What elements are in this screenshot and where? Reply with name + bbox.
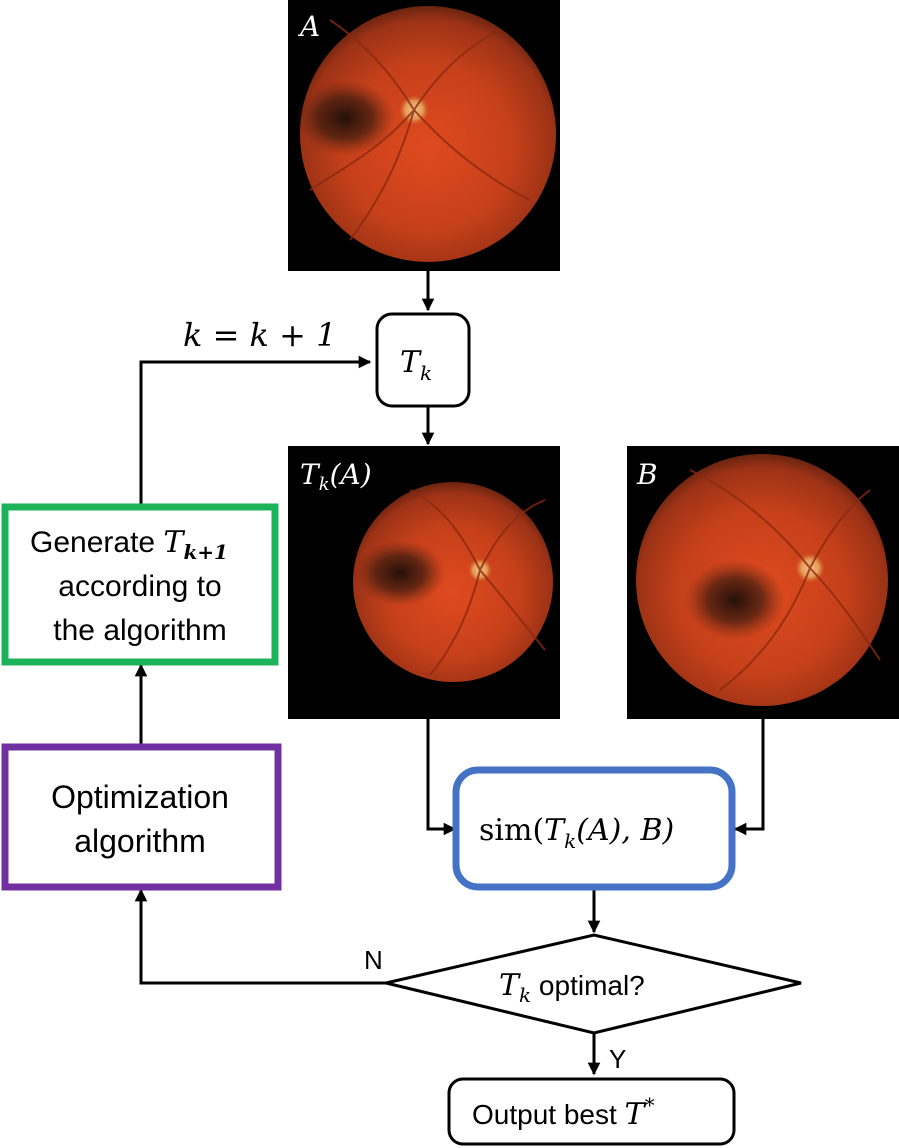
- output-box: Output best T*: [447, 1077, 736, 1146]
- generate-box: Generate Tk+1 according to the algorithm: [1, 503, 279, 666]
- image-b-label: B: [636, 458, 658, 491]
- decision-diamond: Tk optimal?: [385, 933, 802, 1035]
- transform-box: Tk: [375, 312, 471, 408]
- optimization-line1: Optimization: [51, 779, 229, 815]
- yes-branch-label: Y: [609, 1044, 626, 1074]
- transform-label: Tk: [400, 345, 432, 385]
- image-a-label: A: [297, 10, 320, 43]
- similarity-box: sim(Tk(A), B): [452, 766, 736, 891]
- fundus-image-a: A: [288, 0, 560, 271]
- iteration-label: k = k + 1: [183, 316, 336, 354]
- optimization-box: Optimization algorithm: [1, 743, 282, 891]
- connectors: [134, 271, 765, 1076]
- optimization-line2: algorithm: [74, 823, 206, 859]
- no-branch-label: N: [364, 945, 383, 975]
- generate-line3: the algorithm: [53, 614, 226, 647]
- image-tka-label: Tk(A): [300, 458, 372, 495]
- fundus-image-tka: Tk(A): [288, 446, 560, 719]
- decision-label: Tk optimal?: [499, 968, 645, 1007]
- output-label: Output best T*: [472, 1093, 655, 1132]
- generate-line2: according to: [58, 570, 221, 603]
- fundus-image-b: B: [627, 446, 899, 719]
- similarity-label: sim(Tk(A), B): [479, 813, 674, 853]
- generate-line1: Generate Tk+1: [30, 525, 228, 564]
